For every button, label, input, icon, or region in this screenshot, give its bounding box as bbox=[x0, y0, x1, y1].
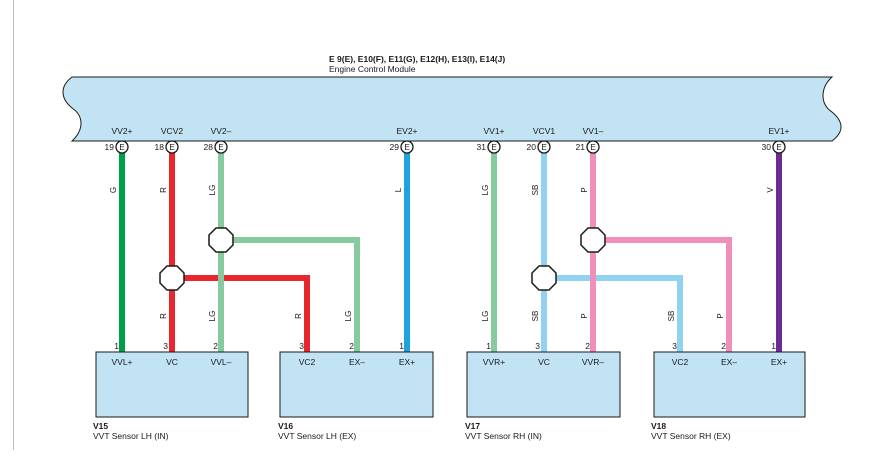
sensor-pin-name: EX+ bbox=[399, 357, 415, 367]
wire-color-label: LG bbox=[481, 311, 490, 322]
ecm-terminal-number: 31 bbox=[477, 142, 487, 152]
sensor-pin-name: VVL+ bbox=[111, 357, 132, 367]
ecm-connector-marker bbox=[586, 140, 600, 154]
wire-color-label: SB bbox=[531, 311, 540, 322]
sensor-pin-name: VVR+ bbox=[483, 357, 505, 367]
ecm-connector-letter: E bbox=[119, 143, 124, 152]
ecm-name: Engine Control Module bbox=[329, 64, 416, 74]
ecm-terminal-number: 28 bbox=[204, 142, 214, 152]
ecm-terminal-number: 30 bbox=[762, 142, 772, 152]
splice-junction-sb bbox=[531, 265, 557, 291]
ecm-terminal-name: VCV2 bbox=[161, 126, 183, 136]
ecm-connector-letter: E bbox=[491, 143, 496, 152]
sensor-name-v16: VVT Sensor LH (EX) bbox=[278, 431, 356, 441]
sensor-pin-name: VC2 bbox=[299, 357, 316, 367]
sensor-box-v17 bbox=[466, 351, 621, 418]
ecm-terminal-number: 20 bbox=[527, 142, 537, 152]
sensor-box-v18 bbox=[653, 351, 806, 418]
ecm-connector-marker bbox=[537, 140, 551, 154]
wire-color-label: LG bbox=[481, 185, 490, 196]
sensor-name-v18: VVT Sensor RH (EX) bbox=[651, 431, 731, 441]
splice-junction-lg bbox=[208, 227, 234, 253]
ecm-connector-letter: E bbox=[541, 143, 546, 152]
sensor-pin-name: VVR– bbox=[582, 357, 604, 367]
ecm-connector-letter: E bbox=[169, 143, 174, 152]
ecm-terminal-number: 29 bbox=[390, 142, 400, 152]
wire-color-label: V bbox=[766, 187, 775, 193]
wire-color-label: P bbox=[716, 313, 725, 318]
wire-lg-ex-minus-branch bbox=[221, 237, 360, 352]
sensor-pin-number: 3 bbox=[672, 341, 677, 351]
wire-color-label: P bbox=[580, 187, 589, 192]
ecm-connector-marker bbox=[487, 140, 501, 154]
sensor-code-v18: V18 bbox=[651, 421, 666, 431]
sensor-box-v15 bbox=[95, 351, 249, 418]
wire-color-label: R bbox=[159, 187, 168, 193]
wire-color-label: P bbox=[580, 313, 589, 318]
wire-color-label: L bbox=[394, 187, 403, 192]
ecm-terminal-name: VV1+ bbox=[483, 126, 504, 136]
sensor-code-v15: V15 bbox=[93, 421, 108, 431]
ecm-terminal-name: VV2+ bbox=[111, 126, 132, 136]
sensor-pin-name: EX+ bbox=[771, 357, 787, 367]
wire-color-label: LG bbox=[344, 311, 353, 322]
wire-color-label: LG bbox=[208, 311, 217, 322]
wire-r-vc2-branch bbox=[172, 275, 310, 352]
sensor-pin-number: 2 bbox=[721, 341, 726, 351]
sensor-pin-number: 3 bbox=[163, 341, 168, 351]
ecm-connector-marker bbox=[400, 140, 414, 154]
sensor-pin-number: 1 bbox=[114, 341, 119, 351]
splice-junction-p bbox=[580, 227, 606, 253]
ecm-terminal-name: VCV1 bbox=[533, 126, 555, 136]
page-left-rule bbox=[13, 0, 14, 450]
ecm-terminal-name: VV1– bbox=[583, 126, 604, 136]
ecm-connector-marker bbox=[214, 140, 228, 154]
sensor-pin-number: 3 bbox=[299, 341, 304, 351]
ecm-connector-marker bbox=[165, 140, 179, 154]
sensor-pin-name: EX– bbox=[721, 357, 737, 367]
ecm-terminal-name: VV2– bbox=[211, 126, 232, 136]
ecm-connector-letter: E bbox=[776, 143, 781, 152]
sensor-pin-number: 2 bbox=[213, 341, 218, 351]
sensor-pin-number: 1 bbox=[771, 341, 776, 351]
wire-color-label: SB bbox=[667, 311, 676, 322]
sensor-pin-number: 3 bbox=[535, 341, 540, 351]
sensor-box-v16 bbox=[279, 351, 434, 418]
wire-color-label: LG bbox=[208, 185, 217, 196]
sensor-pin-number: 1 bbox=[399, 341, 404, 351]
wire-sb-vc2-branch bbox=[544, 275, 683, 352]
sensor-code-v16: V16 bbox=[278, 421, 293, 431]
sensor-pin-number: 2 bbox=[585, 341, 590, 351]
sensor-pin-name: VVL– bbox=[211, 357, 232, 367]
ecm-terminal-number: 21 bbox=[576, 142, 586, 152]
wire-p-ex-minus-branch bbox=[593, 237, 732, 352]
sensor-pin-name: VC bbox=[538, 357, 550, 367]
wire-color-label: R bbox=[159, 313, 168, 319]
wire-color-label: R bbox=[294, 313, 303, 319]
sensor-pin-name: VC2 bbox=[672, 357, 689, 367]
ecm-connector-marker bbox=[772, 140, 786, 154]
ecm-terminal-number: 18 bbox=[155, 142, 165, 152]
wire-color-label: SB bbox=[531, 185, 540, 196]
ecm-terminal-name: EV2+ bbox=[396, 126, 417, 136]
ecm-module-body bbox=[62, 76, 842, 142]
ecm-connector-letter: E bbox=[218, 143, 223, 152]
ecm-connector-letter: E bbox=[590, 143, 595, 152]
splice-junction-r bbox=[159, 265, 185, 291]
sensor-code-v17: V17 bbox=[465, 421, 480, 431]
sensor-pin-name: EX– bbox=[349, 357, 365, 367]
sensor-pin-number: 1 bbox=[486, 341, 491, 351]
ecm-terminal-name: EV1+ bbox=[768, 126, 789, 136]
ecm-connector-list: E 9(E), E10(F), E11(G), E12(H), E13(I), … bbox=[329, 54, 505, 64]
sensor-pin-name: VC bbox=[166, 357, 178, 367]
wire-color-label: G bbox=[109, 187, 118, 193]
sensor-name-v15: VVT Sensor LH (IN) bbox=[93, 431, 169, 441]
sensor-pin-number: 2 bbox=[349, 341, 354, 351]
ecm-terminal-number: 19 bbox=[105, 142, 115, 152]
ecm-connector-letter: E bbox=[404, 143, 409, 152]
ecm-connector-marker bbox=[115, 140, 129, 154]
sensor-name-v17: VVT Sensor RH (IN) bbox=[465, 431, 542, 441]
